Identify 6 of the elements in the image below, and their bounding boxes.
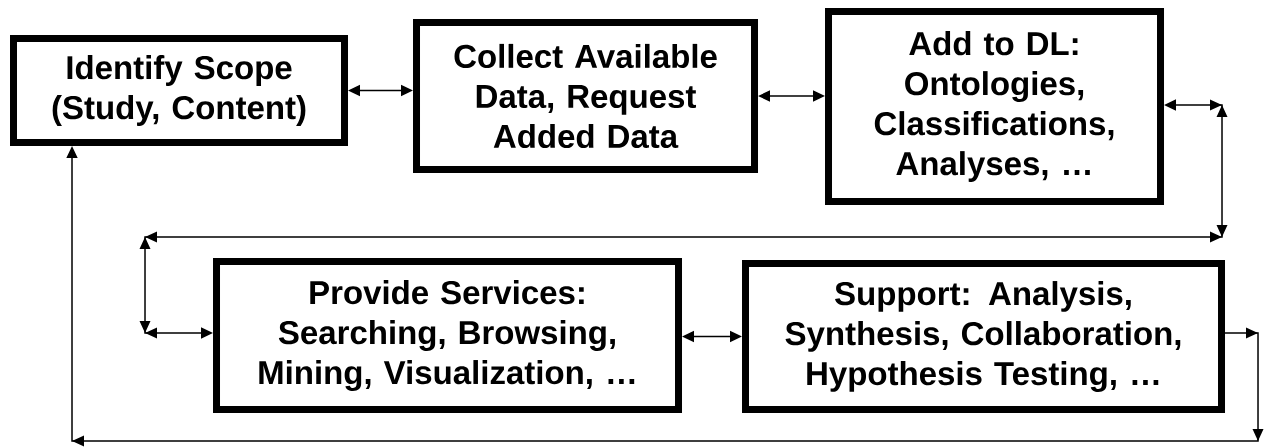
arrow xyxy=(139,99,1228,339)
process-box: Identify Scope (Study, Content) xyxy=(10,35,348,146)
process-box: Add to DL: Ontologies, Classifications, Analyses, … xyxy=(825,8,1164,205)
process-box: Support: Analysis, Synthesis, Collaboration, Hypothesis Testing, … xyxy=(742,260,1225,413)
process-box: Collect Available Data, Request Added Data xyxy=(413,19,758,173)
process-box: Provide Services: Searching, Browsing, Mining, Visualization, … xyxy=(213,258,682,413)
